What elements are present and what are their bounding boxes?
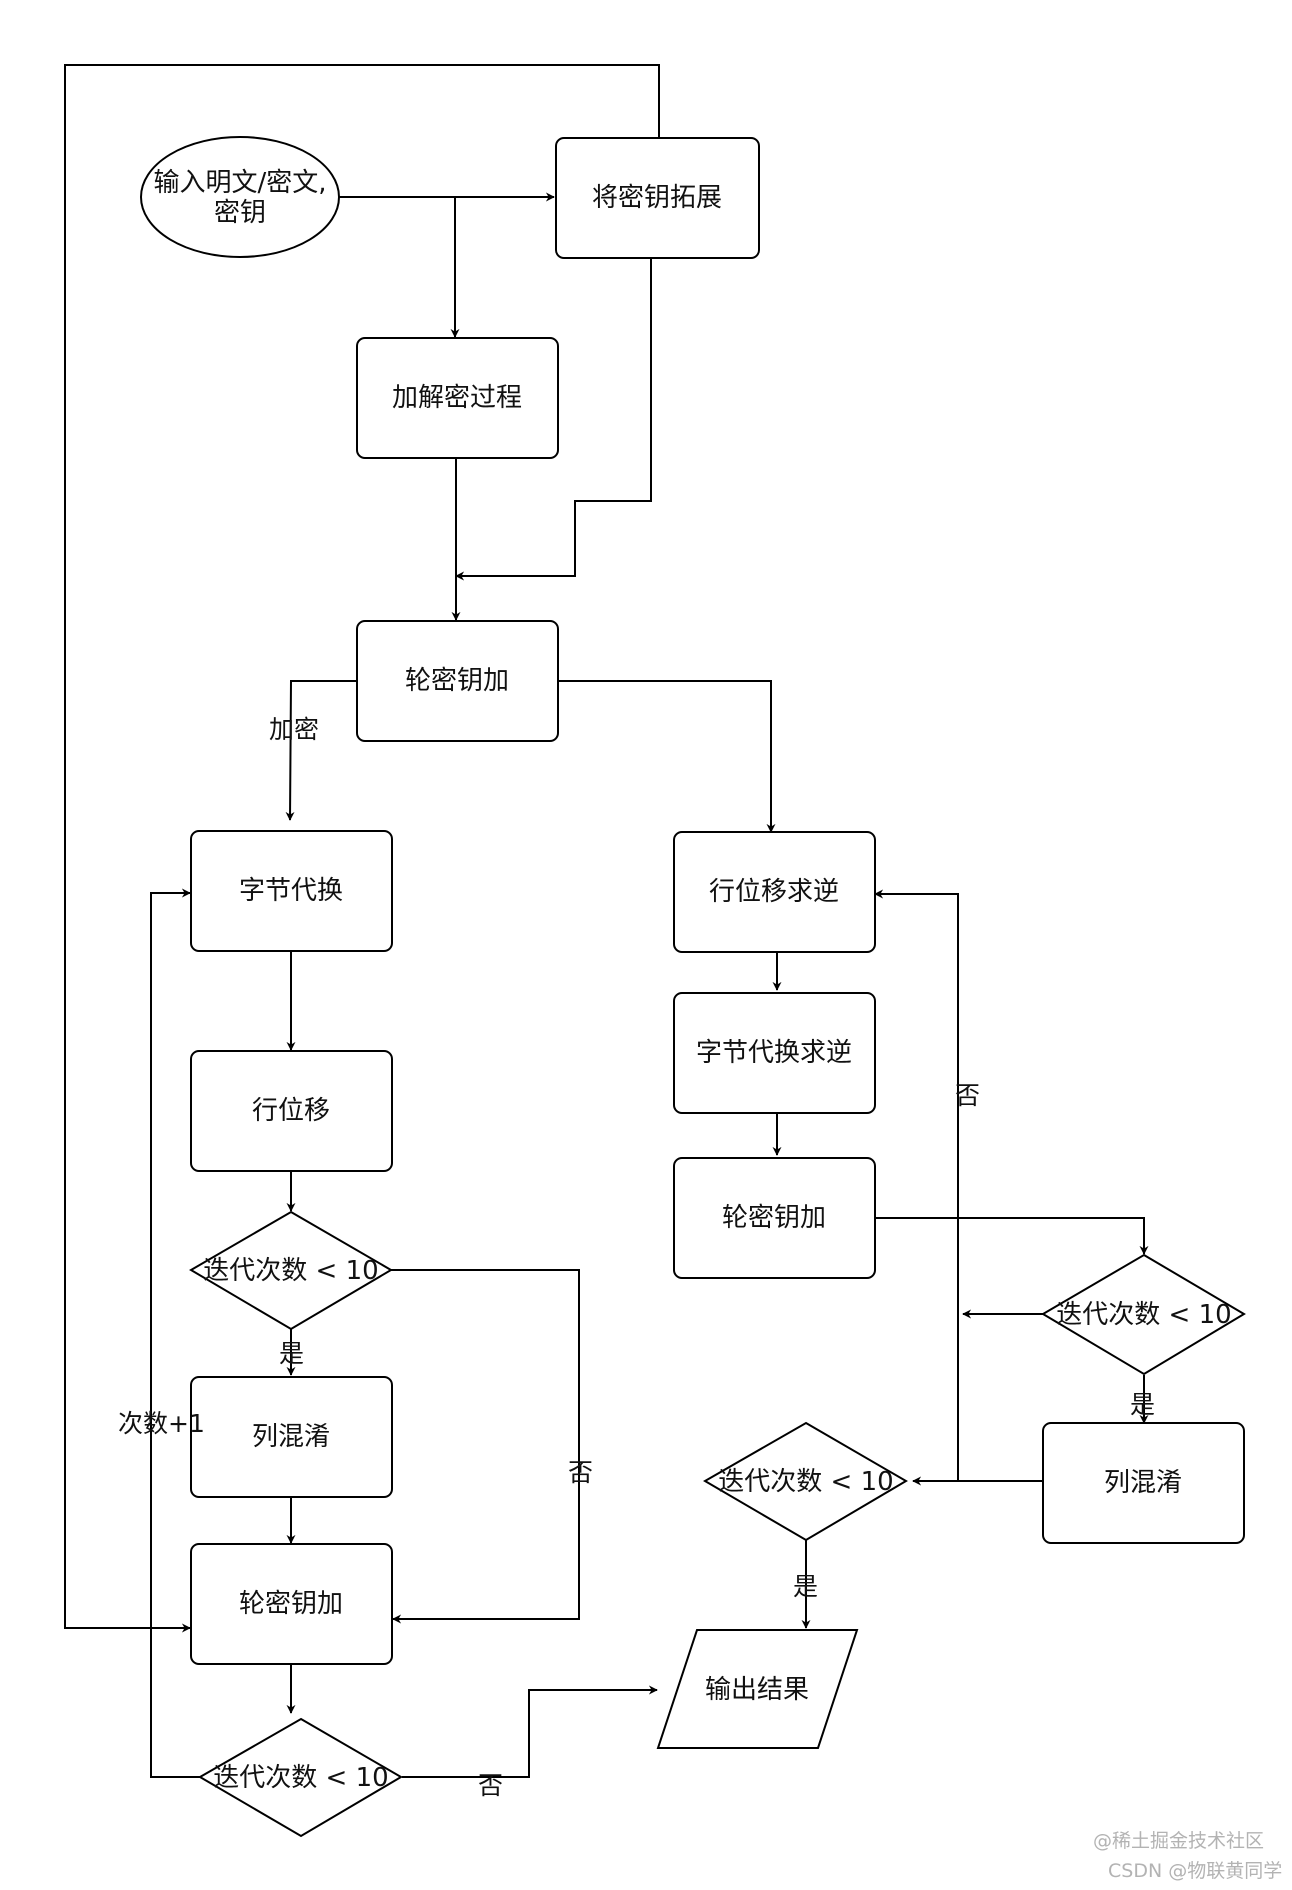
node-enc-check-1: 迭代次数 < 10 — [189, 1210, 393, 1331]
node-dec-inv-sub-bytes: 字节代换求逆 — [673, 992, 876, 1114]
label-count-plus-one: 次数+1 — [118, 1409, 205, 1438]
dec-mix-columns-label: 列混淆 — [1104, 1468, 1182, 1498]
process-label: 加解密过程 — [392, 383, 522, 413]
enc-mix-columns-label: 列混淆 — [252, 1422, 330, 1452]
dec-add-round-key-label: 轮密钥加 — [722, 1203, 826, 1233]
label-no-enc-final: 否 — [478, 1771, 503, 1800]
start-label-line1: 输入明文/密文, — [153, 168, 326, 198]
label-no-enc: 否 — [568, 1458, 593, 1487]
node-enc-add-round-key: 轮密钥加 — [190, 1543, 393, 1665]
label-yes-dec-final: 是 — [793, 1572, 818, 1601]
enc-check-2-label: 迭代次数 < 10 — [213, 1763, 388, 1793]
add-round-key-top-label: 轮密钥加 — [405, 666, 509, 696]
label-yes-dec: 是 — [1130, 1390, 1155, 1419]
dec-inv-sub-bytes-label: 字节代换求逆 — [696, 1038, 852, 1068]
label-yes-enc: 是 — [279, 1339, 304, 1368]
node-enc-mix-columns: 列混淆 — [190, 1376, 393, 1498]
label-encrypt: 加密 — [269, 715, 319, 744]
dec-check-1-label: 迭代次数 < 10 — [1056, 1300, 1231, 1330]
edge-labels: 加密 是 否 次数+1 否 否 是 是 — [118, 715, 1155, 1800]
node-add-round-key-top: 轮密钥加 — [356, 620, 559, 742]
enc-sub-bytes-label: 字节代换 — [239, 876, 343, 906]
edges — [64, 64, 1149, 1778]
edge-addkey-to-subbytes — [285, 680, 357, 821]
node-enc-shift-rows: 行位移 — [190, 1050, 393, 1172]
watermark: @稀土掘金技术社区 CSDN @物联黄同学 — [1093, 1830, 1282, 1882]
node-dec-add-round-key: 轮密钥加 — [673, 1157, 876, 1279]
node-expand-key: 将密钥拓展 — [555, 137, 760, 259]
edge-decaddkey-to-check — [874, 1217, 1149, 1255]
dec-check-2-label: 迭代次数 < 10 — [718, 1467, 893, 1497]
node-start: 输入明文/密文, 密钥 — [140, 136, 340, 258]
watermark-line1: @稀土掘金技术社区 — [1093, 1830, 1264, 1852]
label-no-dec: 否 — [955, 1081, 980, 1110]
edge-expand-to-addkey — [455, 258, 652, 581]
dec-inv-shift-rows-label: 行位移求逆 — [709, 877, 839, 907]
edge-check2-loop-to-subbytes — [150, 888, 200, 1778]
start-label-line2: 密钥 — [214, 198, 266, 228]
output-label: 输出结果 — [705, 1675, 809, 1705]
edge-expand-loop-to-enc-addkey — [64, 64, 660, 1633]
node-dec-check-1: 迭代次数 < 10 — [1041, 1253, 1246, 1376]
node-dec-check-2: 迭代次数 < 10 — [703, 1421, 908, 1542]
edge-check1-no-to-addkey — [391, 1269, 580, 1624]
edge-addkey-to-invshift — [557, 680, 776, 833]
node-dec-inv-shift-rows: 行位移求逆 — [673, 831, 876, 953]
enc-check-1-label: 迭代次数 < 10 — [203, 1256, 378, 1286]
watermark-line2: CSDN @物联黄同学 — [1108, 1860, 1282, 1882]
node-process: 加解密过程 — [356, 337, 559, 459]
edge-check2-no-to-output — [402, 1685, 658, 1778]
node-output: 输出结果 — [656, 1629, 859, 1749]
node-dec-mix-columns: 列混淆 — [1042, 1422, 1245, 1544]
edge-feedback-to-invshift — [874, 889, 959, 1482]
node-enc-sub-bytes: 字节代换 — [190, 830, 393, 952]
expand-key-label: 将密钥拓展 — [592, 183, 722, 213]
enc-shift-rows-label: 行位移 — [252, 1096, 330, 1126]
enc-add-round-key-label: 轮密钥加 — [239, 1589, 343, 1619]
node-enc-check-2: 迭代次数 < 10 — [198, 1717, 403, 1838]
